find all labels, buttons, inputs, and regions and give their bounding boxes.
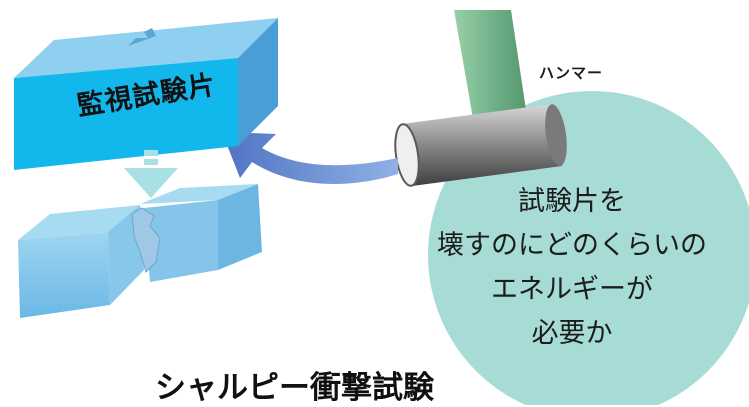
question-line: 壊すのにどのくらいの — [437, 230, 707, 261]
question-line: 試験片を — [518, 186, 626, 217]
question-line: 必要か — [531, 318, 613, 349]
diagram-title: シャルピー衝撃試験 — [155, 370, 434, 406]
hammer — [394, 10, 567, 187]
down-arrow — [124, 150, 178, 198]
impact-arrow — [222, 132, 398, 184]
question-text: 試験片を 壊すのにどのくらいの エネルギーが 必要か — [437, 180, 707, 356]
specimen-broken — [18, 184, 262, 318]
question-line: エネルギーが — [491, 274, 653, 305]
hammer-label: ハンマー — [539, 64, 604, 82]
specimen-intact — [14, 18, 278, 170]
hammer-head — [394, 104, 567, 187]
